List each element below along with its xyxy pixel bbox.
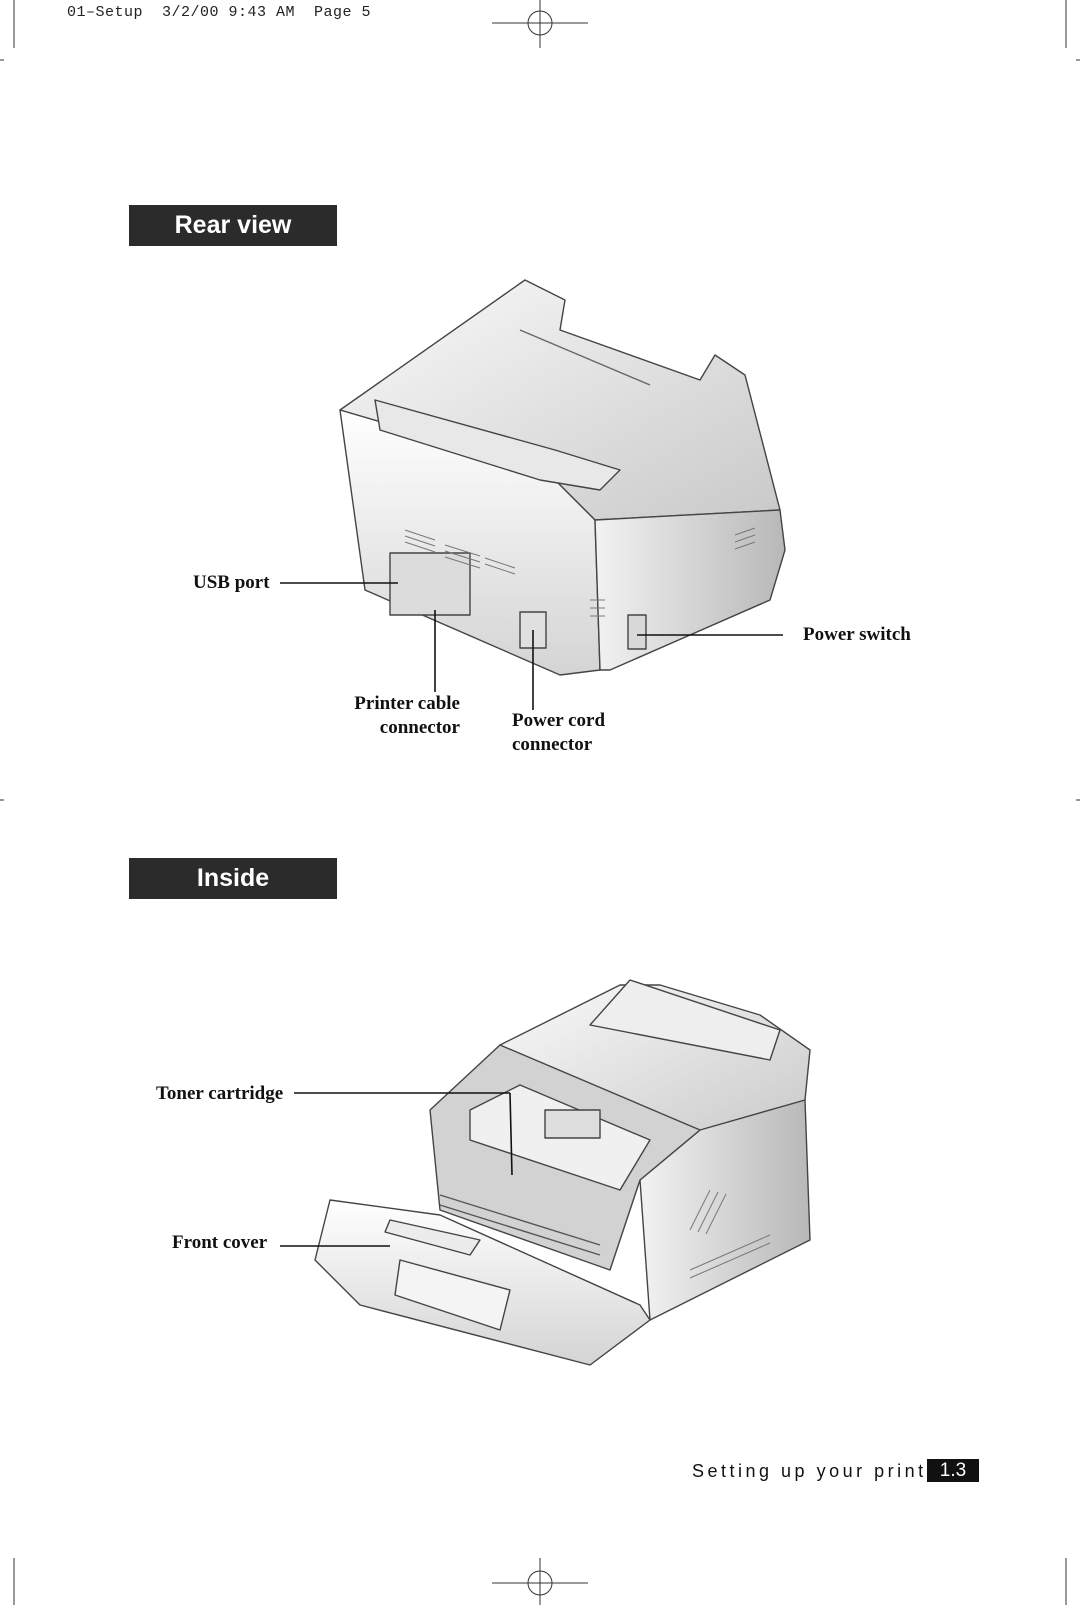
section-title-rear-view: Rear view	[129, 205, 337, 246]
label-printer-cable-line2: connector	[379, 717, 460, 738]
label-front-cover: Front cover	[172, 1232, 268, 1253]
page-number-badge: 1.3	[927, 1459, 979, 1482]
print-slug: 01–Setup 3/2/00 9:43 AM Page 5	[67, 4, 372, 21]
label-usb-port: USB port	[193, 572, 270, 593]
label-power-switch: Power switch	[803, 624, 911, 645]
label-power-cord-line2: connector	[512, 734, 593, 755]
leader-toner-cartridge-vertical	[509, 1092, 513, 1176]
footer-chapter-title: Setting up your printer	[692, 1461, 950, 1481]
registration-mark-top	[492, 0, 588, 48]
registration-mark-bottom	[492, 1558, 588, 1605]
label-toner-cartridge: Toner cartridge	[156, 1083, 284, 1104]
label-printer-cable-line1: Printer cable	[354, 693, 460, 714]
label-power-cord-line1: Power cord	[512, 710, 606, 731]
section-title-inside: Inside	[129, 858, 337, 899]
